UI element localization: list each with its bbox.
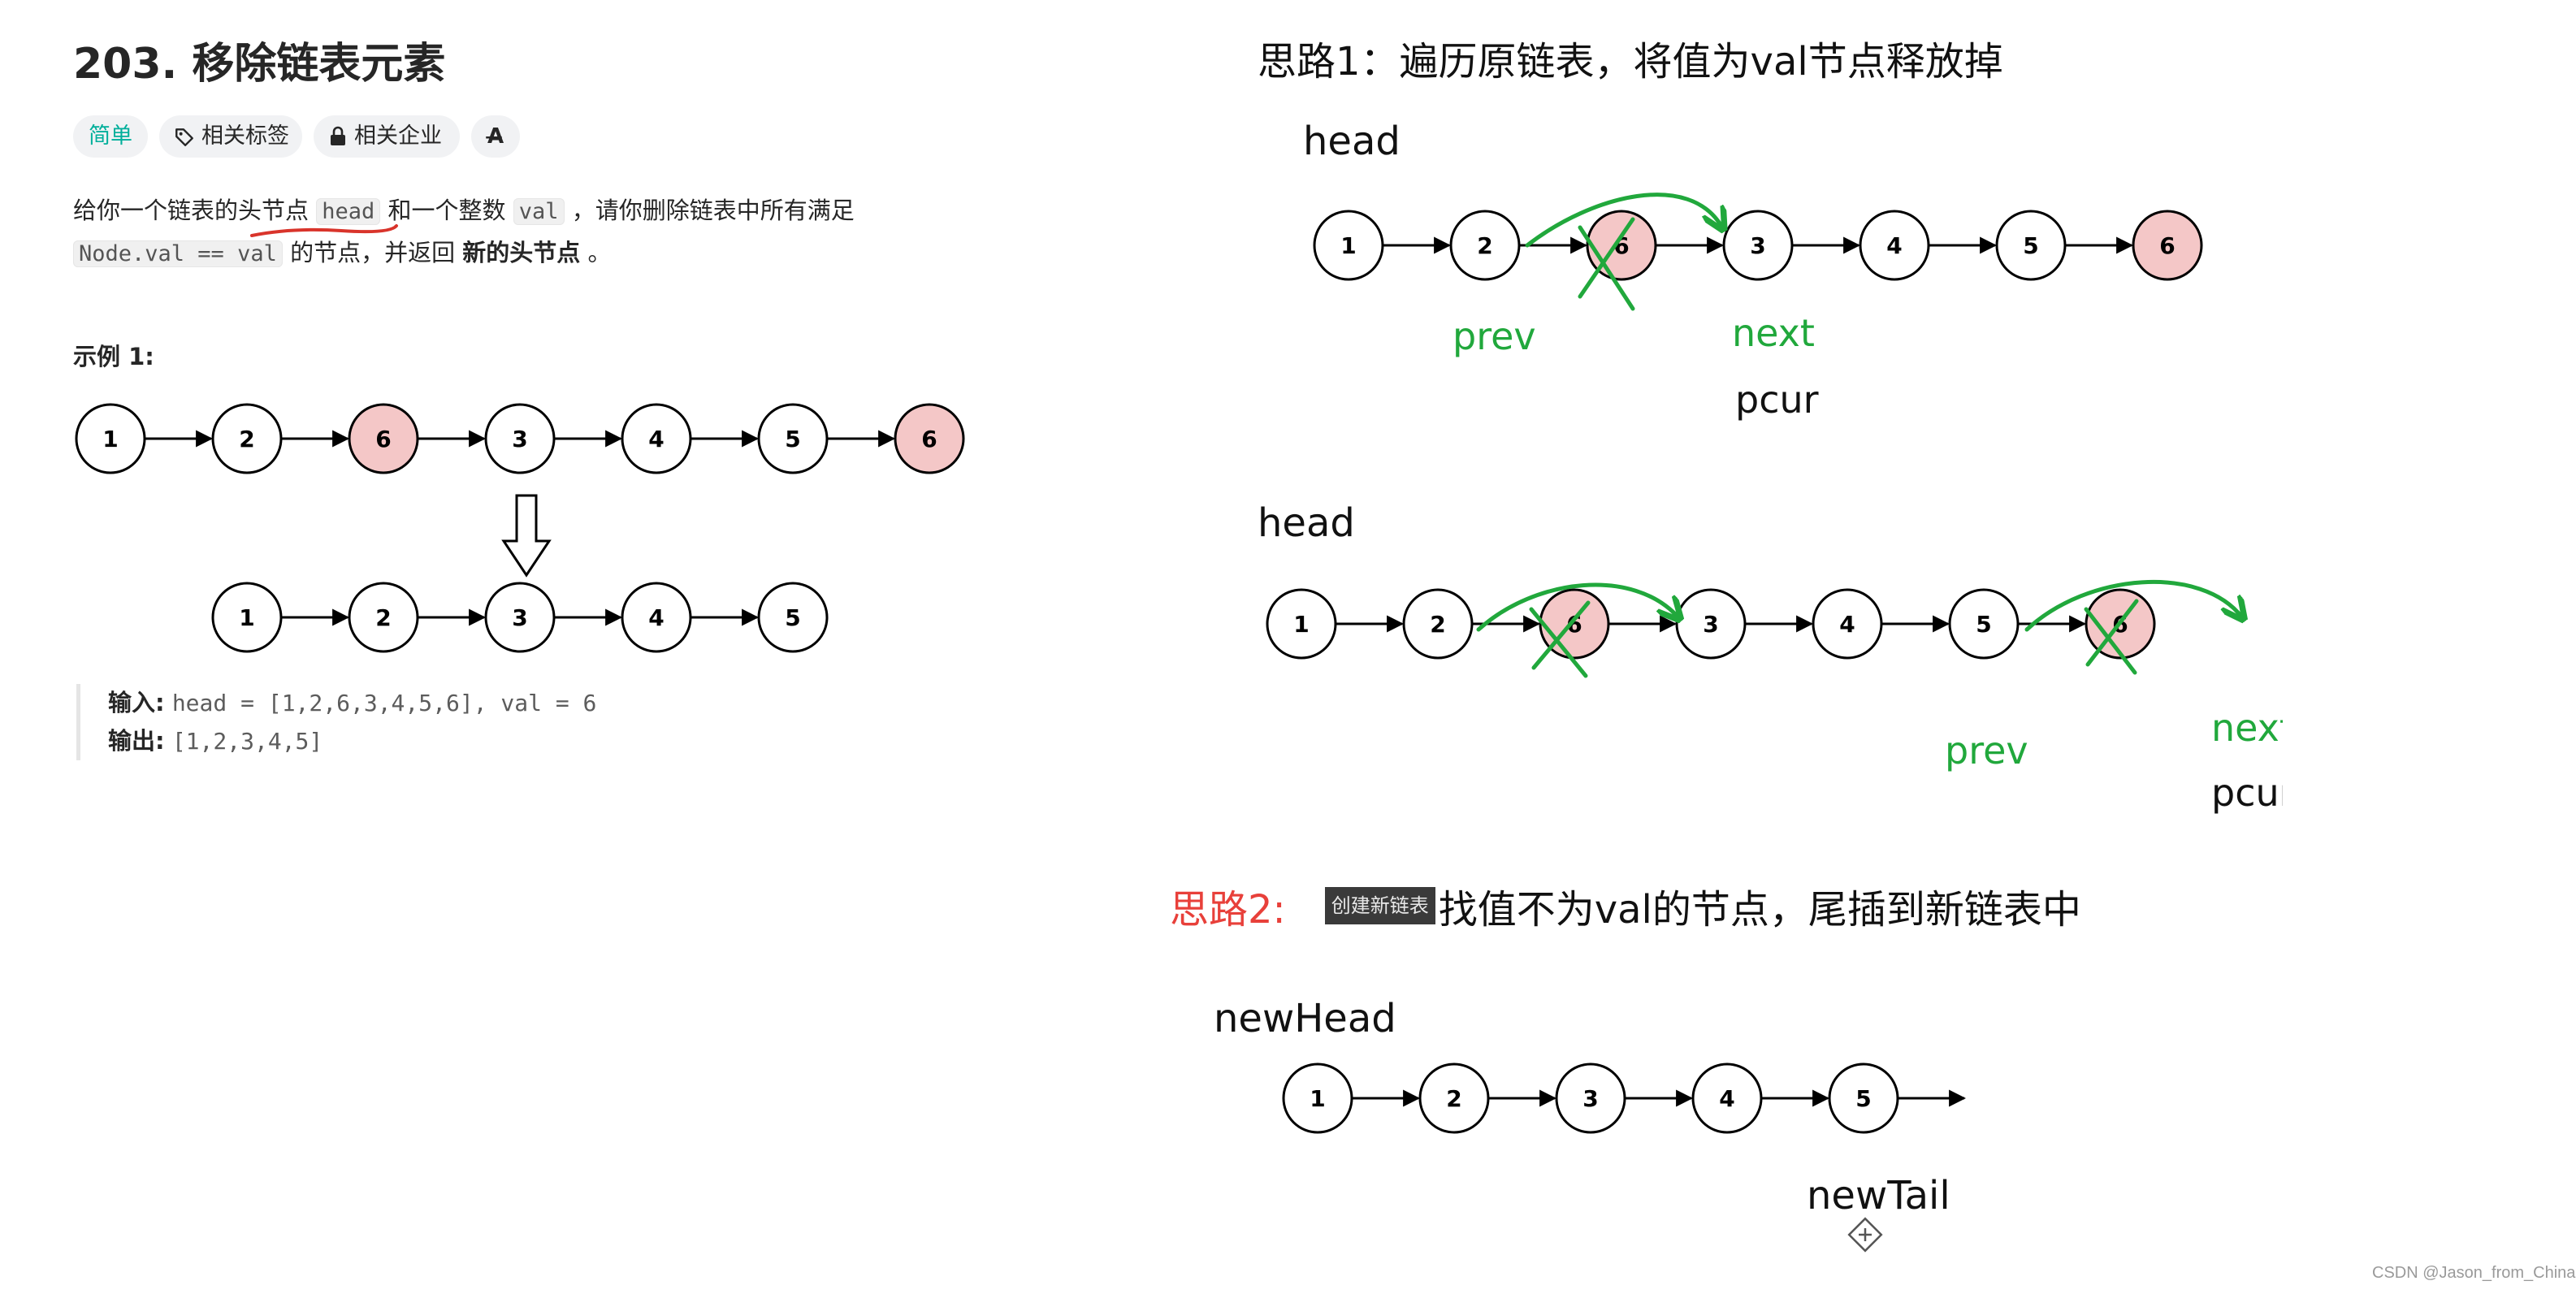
example-before-node-7 xyxy=(894,403,965,474)
idea1-d1-node-label-6: 5 xyxy=(2023,232,2038,259)
idea1-d2-head-label: head xyxy=(1258,500,1355,546)
idea1-d1-node-label-2: 2 xyxy=(1477,232,1492,259)
idea1-d2-pcur-label: pcur xyxy=(2211,771,2283,815)
watermark: CSDN @Jason_from_China xyxy=(2372,1264,2576,1282)
problem-description: 给你一个链表的头节点 head 和一个整数 val ，请你删除链表中所有满足 N… xyxy=(73,190,1032,275)
idea1-d1-cross-mark xyxy=(1578,217,1635,311)
desc-text-2: 和一个整数 xyxy=(387,197,506,224)
example-before-node-label-7: 6 xyxy=(921,426,937,452)
idea1-d1-node-label-5: 4 xyxy=(1886,232,1902,259)
example-after-node-label-4: 4 xyxy=(648,604,664,631)
idea2-node-label-3: 3 xyxy=(1582,1085,1598,1112)
input-value: head = [1,2,6,3,4,5,6], val = 6 xyxy=(171,690,597,716)
desc-text-4: 的节点，并返回 xyxy=(290,239,456,266)
idea1-d2-cross-mark-2 xyxy=(2084,599,2139,675)
idea2-node-label-2: 2 xyxy=(1446,1085,1461,1112)
desc-text-3: ，请你删除链表中所有满足 xyxy=(571,197,855,224)
new-list-badge: 创建新链表 xyxy=(1324,887,1435,924)
translate-button[interactable]: A̶ xyxy=(471,115,520,158)
translate-icon: A̶ xyxy=(487,124,504,149)
desc-text-1: 给你一个链表的 xyxy=(73,197,239,224)
idea2-diagram: newHead 1 2 3 4 5 newTail xyxy=(1214,996,1967,1253)
idea1-d1-node-label-1: 1 xyxy=(1340,232,1356,259)
desc-head-word: 头节点 xyxy=(238,197,310,224)
tag-icon xyxy=(174,126,195,147)
val-code: val xyxy=(513,198,565,225)
down-arrow-icon xyxy=(501,494,552,578)
lock-icon xyxy=(328,126,348,147)
example-diagram: 1 2 6 3 4 5 6 1 2 3 4 5 xyxy=(75,403,965,653)
example-before-node-label-4: 3 xyxy=(512,426,527,452)
example-after-node-label-5: 5 xyxy=(785,604,800,631)
idea1-d2-node-label-2: 2 xyxy=(1430,611,1445,638)
example-after-node-label-3: 3 xyxy=(512,604,527,631)
idea2-node-label-4: 4 xyxy=(1719,1085,1734,1112)
idea1-title: 思路1：遍历原链表，将值为val节点释放掉 xyxy=(1258,39,2003,84)
difficulty-label: 简单 xyxy=(89,123,132,149)
idea2-title: 思路2: 创建新链表 找值不为val的节点，尾插到新链表中 xyxy=(1170,877,2081,934)
condition-code: Node.val == val xyxy=(73,240,283,267)
idea1-d1-node-label-7: 6 xyxy=(2159,232,2175,259)
idea1-d1-head-label: head xyxy=(1303,119,1401,164)
example-after-node-label-2: 2 xyxy=(375,604,391,631)
idea1-d1-next-label: next xyxy=(1732,311,1815,355)
output-value: [1,2,3,4,5] xyxy=(171,728,323,755)
idea2-new-tail-label: newTail xyxy=(1807,1173,1950,1218)
related-tags-button[interactable]: 相关标签 xyxy=(159,115,302,158)
input-label: 输入: xyxy=(108,689,165,716)
example-before-node-label-3: 6 xyxy=(375,426,391,452)
idea1-d2-node-label-6: 5 xyxy=(1976,611,1991,638)
idea1-d1-node-label-4: 3 xyxy=(1750,232,1765,259)
related-companies-button[interactable]: 相关企业 xyxy=(314,115,460,158)
head-code: head xyxy=(316,198,381,225)
idea1-d2-next-label: next xyxy=(2211,706,2283,750)
example-label: 示例 1: xyxy=(73,343,154,370)
example-before-node-label-5: 4 xyxy=(648,426,664,452)
example-io-block: 输入: head = [1,2,6,3,4,5,6], val = 6 输出: … xyxy=(76,684,596,760)
idea2-title-text: 找值不为val的节点，尾插到新链表中 xyxy=(1438,887,2081,933)
idea1-d2-skip-arrow-2 xyxy=(2024,580,2242,632)
related-tags-label: 相关标签 xyxy=(201,123,289,149)
move-cursor-icon xyxy=(1847,1217,1883,1253)
idea1-d2-node-label-5: 4 xyxy=(1839,611,1855,638)
idea2-new-head-label: newHead xyxy=(1214,996,1396,1041)
related-companies-label: 相关企业 xyxy=(354,123,442,149)
idea1-d1-pcur-label: pcur xyxy=(1735,378,1819,422)
idea1-d2-skip-arrow-1 xyxy=(1476,582,1678,632)
idea1-d1-prev-label: prev xyxy=(1453,314,1536,358)
desc-text-5: 。 xyxy=(587,239,612,266)
idea1-d2-node-label-4: 3 xyxy=(1703,611,1718,638)
desc-bold-new-head: 新的头节点 xyxy=(462,239,581,266)
idea1-d2-cross-mark-1 xyxy=(1529,600,1591,678)
idea2-node-label-1: 1 xyxy=(1310,1085,1325,1112)
red-underline-annotation xyxy=(250,224,398,237)
idea1-d1-skip-arrow xyxy=(1525,193,1722,248)
example-before-node-label-6: 5 xyxy=(785,426,800,452)
output-label: 输出: xyxy=(108,727,165,755)
example-after-node-5 xyxy=(757,582,829,653)
idea1-d2-node-label-1: 1 xyxy=(1293,611,1309,638)
example-before-node-label-2: 2 xyxy=(239,426,254,452)
difficulty-tag[interactable]: 简单 xyxy=(73,115,148,158)
idea1-d1-node-7 xyxy=(2132,210,2203,281)
idea1-d2-prev-label: prev xyxy=(1945,729,2028,773)
example-before-node-label-1: 1 xyxy=(102,426,118,452)
idea2-title-label: 思路2: xyxy=(1170,887,1286,933)
idea2-node-label-5: 5 xyxy=(1855,1085,1871,1112)
problem-title: 203. 移除链表元素 xyxy=(73,40,446,89)
example-after-node-label-1: 1 xyxy=(239,604,254,631)
